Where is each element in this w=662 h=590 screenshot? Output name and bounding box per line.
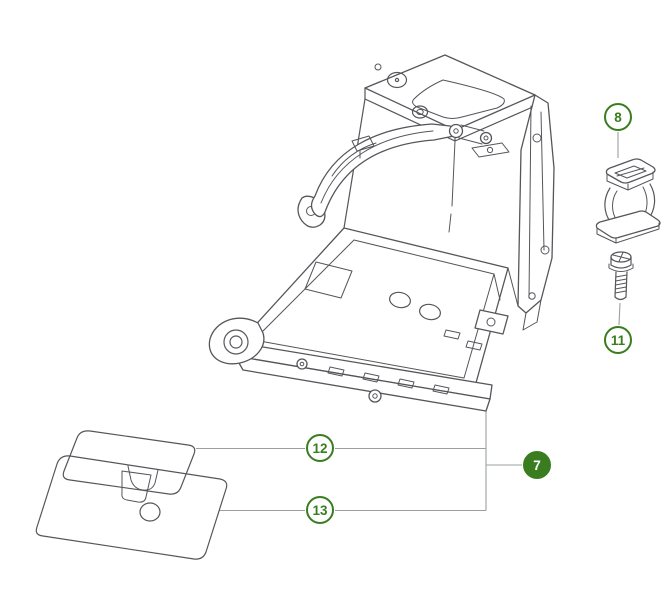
- callout-8[interactable]: 8: [604, 103, 632, 131]
- screw-drawing: [608, 251, 634, 301]
- callout-13-label: 13: [312, 502, 328, 518]
- chassis-drawing: [208, 54, 555, 412]
- gasket-13-drawing: [35, 455, 228, 560]
- callout-connector-lines: [196, 132, 621, 512]
- callout-12[interactable]: 12: [306, 434, 334, 462]
- callout-12-label: 12: [312, 440, 328, 456]
- callout-8-label: 8: [614, 109, 622, 125]
- callout-13[interactable]: 13: [306, 496, 334, 524]
- callout-7-label: 7: [533, 457, 541, 473]
- callout-11-label: 11: [610, 332, 626, 348]
- gasket-12-drawing: [62, 430, 196, 503]
- buffer-drawing: [595, 158, 661, 244]
- callout-7-selected[interactable]: 7: [523, 451, 551, 479]
- callout-11[interactable]: 11: [604, 326, 632, 354]
